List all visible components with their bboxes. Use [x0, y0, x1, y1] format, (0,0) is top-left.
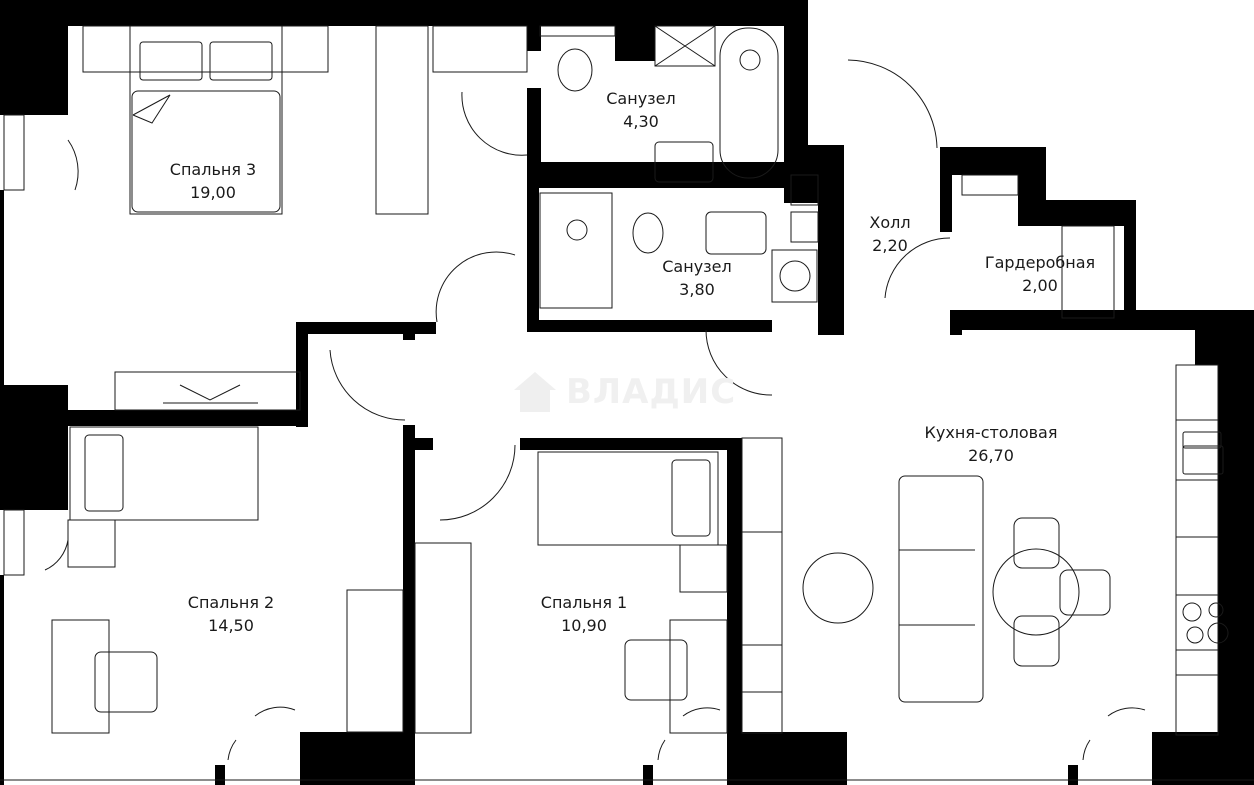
room-area: 14,50 [208, 616, 254, 635]
room-name: Спальня 3 [169, 160, 257, 179]
room-name: Гардеробная [984, 253, 1096, 272]
room-area: 26,70 [968, 446, 1014, 465]
room-area: 2,20 [872, 236, 908, 255]
room-name: Кухня-столовая [924, 423, 1058, 442]
fixtures [0, 25, 1254, 781]
room-name: Спальня 1 [540, 593, 628, 612]
room-area: 2,00 [1022, 276, 1058, 295]
room-label-wardrobe: Гардеробная 2,00 [985, 251, 1095, 297]
room-name: Холл [869, 213, 911, 232]
room-area: 10,90 [561, 616, 607, 635]
room-label-bedroom1: Спальня 1 10,90 [541, 591, 627, 637]
room-area: 4,30 [623, 112, 659, 131]
room-name: Санузел [606, 89, 676, 108]
house-key-icon [514, 372, 556, 412]
room-label-kitchen: Кухня-столовая 26,70 [925, 421, 1058, 467]
room-name: Санузел [662, 257, 732, 276]
room-label-bathroom1: Санузел 4,30 [606, 87, 675, 133]
watermark: ВЛАДИС [512, 370, 736, 414]
room-name: Спальня 2 [187, 593, 275, 612]
watermark-text: ВЛАДИС [566, 372, 737, 412]
room-label-bedroom2: Спальня 2 14,50 [188, 591, 274, 637]
room-label-hall: Холл 2,20 [869, 211, 910, 257]
room-area: 19,00 [190, 183, 236, 202]
room-area: 3,80 [679, 280, 715, 299]
room-label-bedroom3: Спальня 3 19,00 [170, 158, 256, 204]
room-label-bathroom2: Санузел 3,80 [662, 255, 731, 301]
